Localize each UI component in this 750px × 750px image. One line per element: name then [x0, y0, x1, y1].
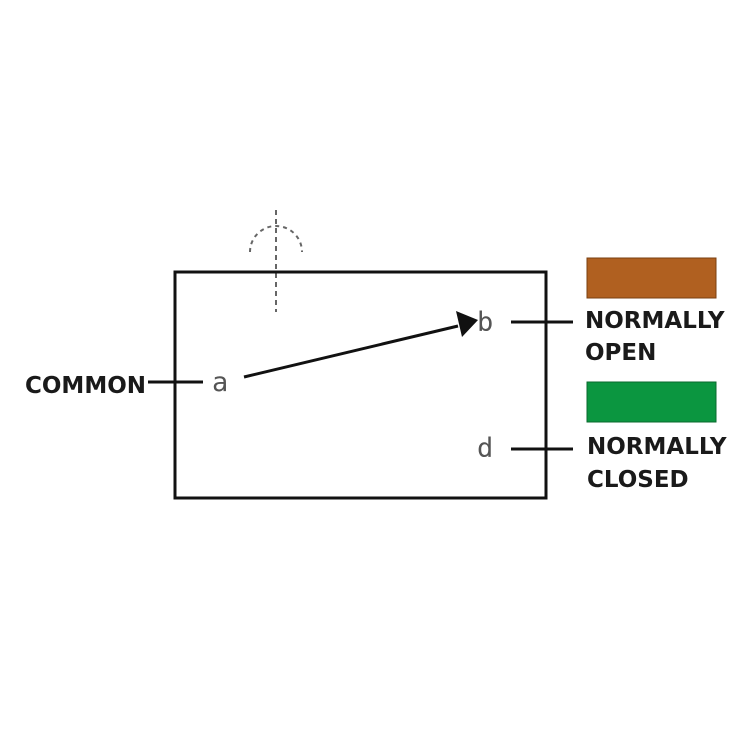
terminal-b: b — [477, 307, 493, 338]
switch-housing — [173, 270, 548, 500]
normally-open-swatch — [586, 257, 717, 299]
normally-closed-swatch — [586, 381, 717, 423]
normally-closed-label-line1: NORMALLY — [587, 434, 727, 460]
normally-open-label-line2: OPEN — [585, 340, 656, 366]
actuator-icon — [249, 210, 303, 312]
normally-closed-label-line2: CLOSED — [587, 467, 689, 493]
terminal-a: a — [212, 367, 228, 398]
arrow-icon — [243, 311, 478, 379]
normally-open-label-line1: NORMALLY — [585, 308, 725, 334]
common-label: COMMON — [25, 373, 146, 399]
terminal-d: d — [477, 433, 493, 464]
